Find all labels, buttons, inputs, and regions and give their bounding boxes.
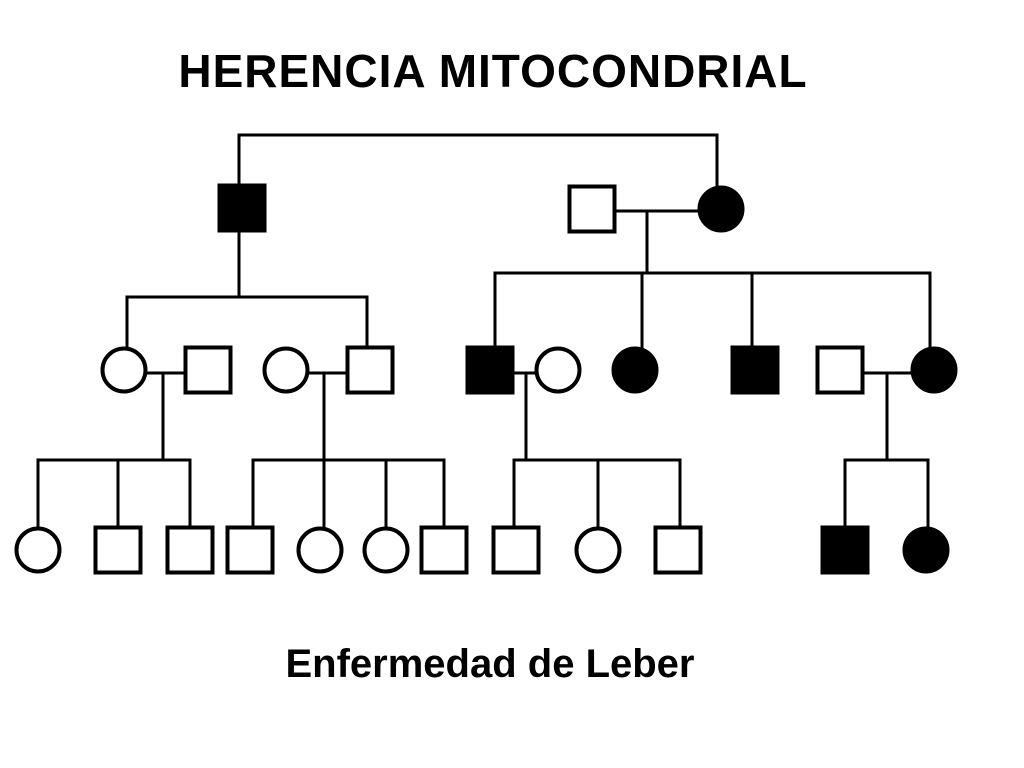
pedigree-female-circle-III-5-unaffected	[296, 526, 344, 574]
pedigree-female-circle-II-1-unaffected	[100, 346, 148, 394]
pedigree-female-circle-III-12-affected	[902, 526, 950, 574]
slide-title: HERENCIA MITOCONDRIAL	[178, 45, 808, 97]
pedigree-female-circle-III-1-unaffected	[14, 526, 62, 574]
pedigree-male-square-III-7-unaffected	[419, 525, 469, 575]
pedigree-female-circle-II-7-affected	[611, 346, 659, 394]
pedigree-male-square-III-3-unaffected	[165, 525, 215, 575]
pedigree-female-circle-II-3-unaffected	[262, 346, 310, 394]
pedigree-male-square-II-4-unaffected	[345, 345, 395, 395]
pedigree-male-square-III-8-unaffected	[491, 525, 541, 575]
pedigree-female-circle-I-3-affected	[697, 185, 745, 233]
pedigree-male-square-II-2-unaffected	[183, 345, 233, 395]
pedigree-male-square-I-1-affected	[217, 183, 267, 233]
pedigree-male-square-II-5-affected	[465, 345, 515, 395]
pedigree-female-circle-II-6-unaffected	[534, 346, 582, 394]
pedigree-male-square-III-10-unaffected	[653, 525, 703, 575]
pedigree-male-square-II-9-unaffected	[815, 345, 865, 395]
pedigree-female-circle-II-10-affected	[910, 346, 958, 394]
pedigree-male-square-III-2-unaffected	[93, 525, 143, 575]
pedigree-male-square-III-4-unaffected	[225, 525, 275, 575]
pedigree-female-circle-III-6-unaffected	[362, 526, 410, 574]
slide-caption: Enfermedad de Leber	[285, 642, 695, 686]
pedigree-male-square-II-8-affected	[730, 345, 780, 395]
pedigree-female-circle-III-9-unaffected	[574, 526, 622, 574]
pedigree-male-square-I-2-unaffected	[567, 184, 617, 234]
pedigree-male-square-III-11-affected	[820, 525, 870, 575]
